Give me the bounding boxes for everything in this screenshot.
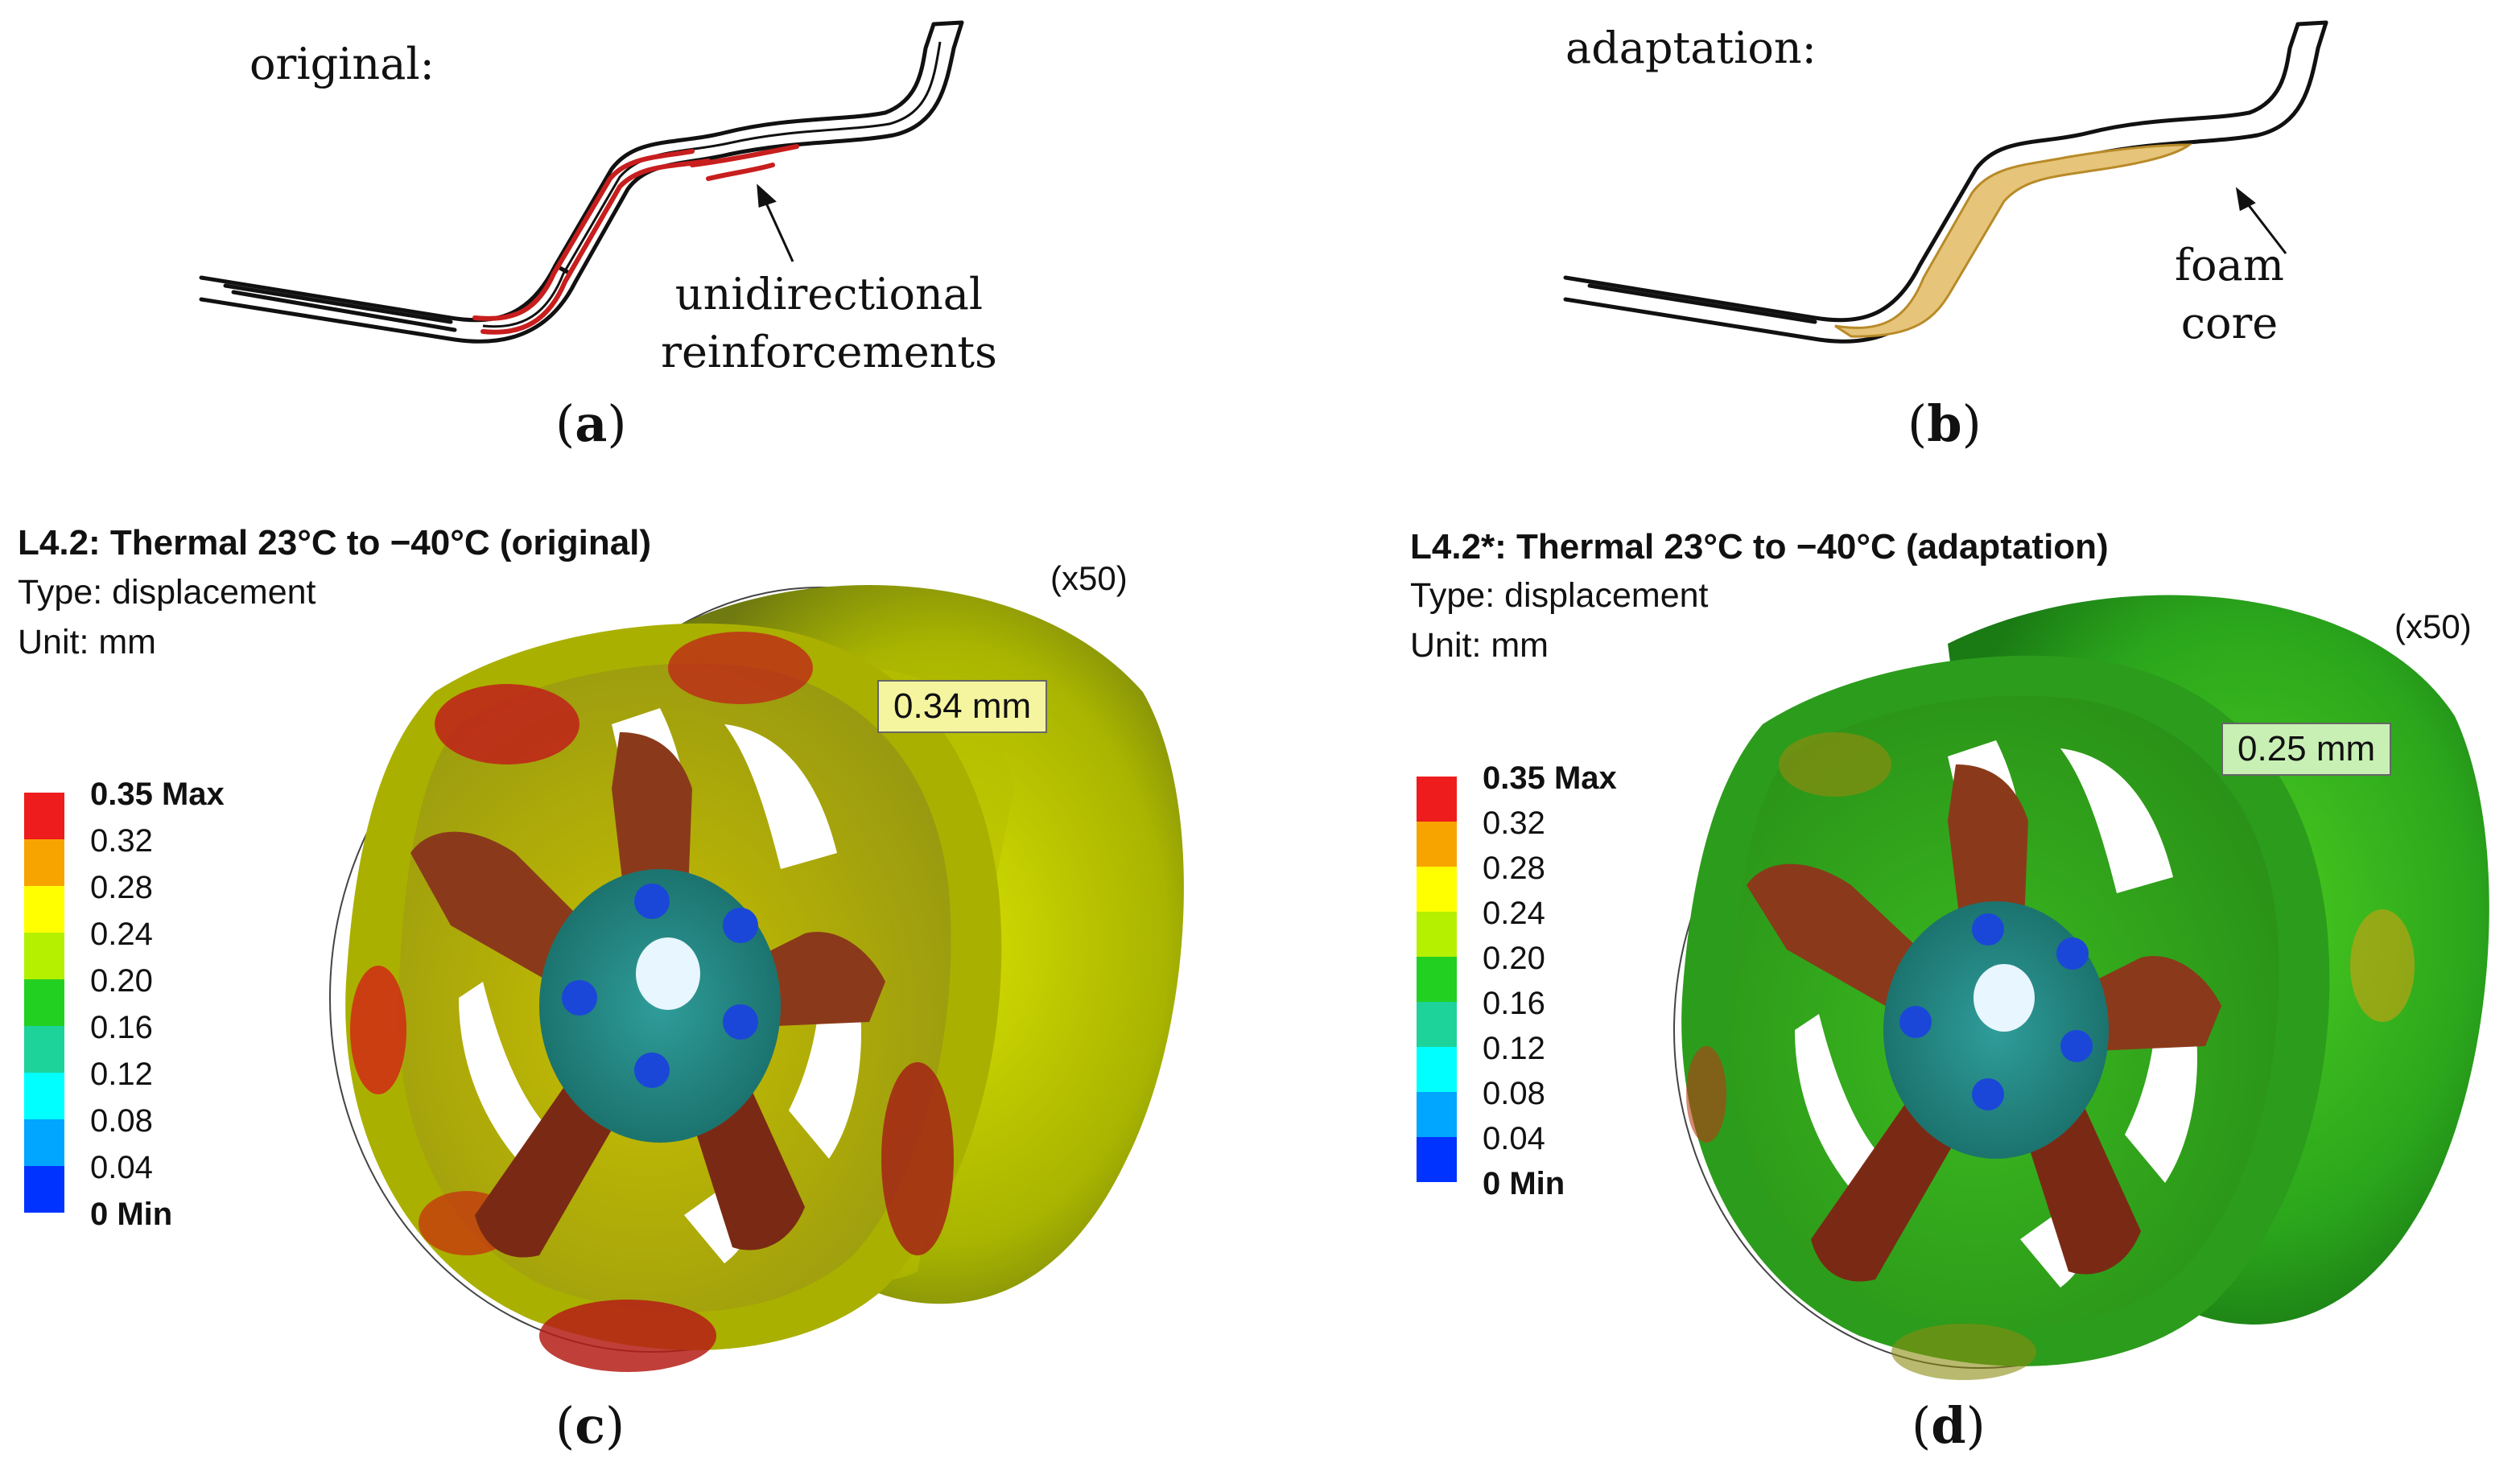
legend-swatch (1417, 957, 1457, 1002)
panel-d-scale-factor: (x50) (2394, 608, 2472, 645)
legend-swatch (1417, 912, 1457, 957)
legend-label: 0.04 (1483, 1121, 1545, 1156)
legend-swatch (1417, 1092, 1457, 1137)
legend-label: 0.16 (90, 1010, 153, 1045)
legend-swatch (1417, 867, 1457, 912)
legend-label: 0.28 (90, 870, 153, 905)
panel-d-title: L4.2*: Thermal 23°C to −40°C (adaptation… (1410, 527, 2109, 567)
panel-b-annotation-line1: foam (2175, 240, 2284, 290)
legend-swatch (24, 793, 64, 839)
panel-a-annotation-line2: reinforcements (661, 327, 997, 377)
legend-label: 0.16 (1483, 986, 1545, 1021)
panel-b-annotation: foam core (2157, 237, 2302, 352)
legend-swatch (24, 1073, 64, 1119)
legend-label: 0.08 (1483, 1076, 1545, 1111)
legend-label: 0.32 (90, 823, 153, 859)
panel-a-title: original: (250, 39, 435, 89)
legend-swatch (24, 933, 64, 979)
legend-swatch (1417, 777, 1457, 822)
legend-label: 0.08 (90, 1103, 153, 1139)
panel-a-annotation-line1: unidirectional (674, 269, 984, 319)
panel-b-title: adaptation: (1565, 23, 1817, 73)
panel-c-unit: Unit: mm (18, 623, 156, 661)
laminate-sketch-original (199, 20, 964, 344)
legend-swatch (24, 1166, 64, 1213)
panel-a-letter: a (575, 394, 608, 453)
legend-label: 0.12 (90, 1057, 153, 1092)
panel-d-caption: (d) (1912, 1396, 1986, 1455)
legend-swatch (24, 886, 64, 933)
legend-label: 0.04 (90, 1150, 153, 1185)
legend-swatch (1417, 822, 1457, 867)
panel-a-caption: (a) (555, 394, 627, 453)
legend-label: 0.32 (1483, 805, 1545, 841)
panel-d-legend: 0.35 Max 0.32 0.28 0.24 0.20 0.16 0.12 0… (1417, 760, 1658, 1243)
panel-c-legend: 0.35 Max 0.32 0.28 0.24 0.20 0.16 0.12 0… (24, 777, 266, 1259)
panel-b-letter: b (1927, 394, 1962, 453)
panel-b-annotation-line2: core (2180, 298, 2279, 348)
panel-d-unit: Unit: mm (1410, 626, 1549, 665)
panel-b-caption: (b) (1908, 394, 1982, 453)
panel-c-title: L4.2: Thermal 23°C to −40°C (original) (18, 523, 652, 562)
panel-c-scale-factor: (x50) (1050, 559, 1128, 597)
legend-label: 0.20 (90, 963, 153, 999)
panel-c-letter: c (575, 1396, 605, 1455)
wheel-model-original (329, 585, 1184, 1372)
panel-c-caption: (c) (555, 1396, 625, 1455)
legend-label: 0.28 (1483, 851, 1545, 886)
panel-c-max-callout: 0.34 mm (877, 680, 1048, 733)
legend-swatch (1417, 1137, 1457, 1182)
legend-label-min: 0 Min (90, 1197, 173, 1232)
legend-swatch (24, 839, 64, 886)
legend-swatch (1417, 1002, 1457, 1047)
legend-label-max: 0.35 Max (1483, 760, 1617, 796)
panel-a-annotation: unidirectional reinforcements (660, 266, 998, 381)
panel-d-type: Type: displacement (1410, 576, 1709, 615)
wheel-model-adaptation (1673, 595, 2489, 1380)
legend-label: 0.12 (1483, 1031, 1545, 1066)
legend-label: 0.24 (1483, 896, 1545, 931)
legend-label: 0.24 (90, 917, 153, 952)
legend-label-max: 0.35 Max (90, 777, 225, 812)
legend-label-min: 0 Min (1483, 1166, 1565, 1201)
panel-d-max-callout: 0.25 mm (2221, 723, 2392, 776)
legend-swatch (24, 979, 64, 1026)
panel-d-letter: d (1931, 1396, 1966, 1455)
legend-swatch (1417, 1047, 1457, 1092)
legend-label: 0.20 (1483, 941, 1545, 976)
legend-swatch (24, 1026, 64, 1073)
legend-swatch (24, 1119, 64, 1166)
panel-c-type: Type: displacement (18, 573, 316, 612)
laminate-sketch-adaptation (1563, 20, 2328, 344)
foam-core-shape (1834, 143, 2193, 338)
